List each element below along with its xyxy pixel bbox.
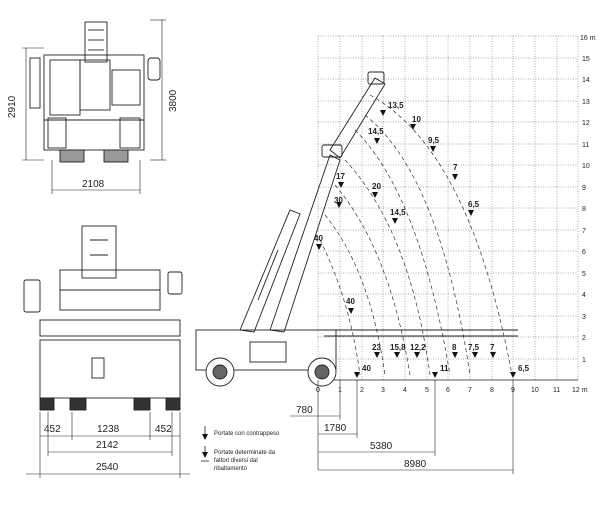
reach-r1: 780: [296, 405, 313, 416]
y-tick: 6: [582, 249, 586, 256]
legend: Portate con contrappeso Portate determin…: [201, 426, 280, 472]
capacity-label: 40: [346, 297, 355, 306]
rear-mast: [81, 225, 117, 279]
y-tick: 9: [582, 185, 586, 192]
capacity-label: 10: [412, 115, 421, 124]
y-unit: 16 m: [580, 35, 596, 42]
reach-r4: 8980: [404, 459, 427, 470]
y-tick: 1: [582, 357, 586, 364]
x-tick: 4: [403, 387, 407, 394]
x-tick: 7: [468, 387, 472, 394]
y-tick-labels: 1 2 3 4 5 6 7 8 9 10 11 12 13 14 15 16 m: [580, 35, 596, 364]
y-tick: 8: [582, 206, 586, 213]
capacity-label: 7,5: [468, 343, 480, 352]
rear-track-mid: 1238: [97, 424, 120, 435]
reach-dimensions: [290, 380, 514, 474]
load-chart-grid: [317, 35, 579, 380]
legend-item-2-line1: Portate determinate da: [214, 450, 276, 456]
capacity-label: 13,5: [388, 101, 404, 110]
capacity-label: 6,5: [518, 364, 530, 373]
y-tick: 5: [582, 271, 586, 278]
y-tick: 13: [582, 99, 590, 106]
rear-view: [23, 225, 183, 411]
capacity-label: 11: [440, 364, 449, 373]
legend-item-1: Portate con contrappeso: [214, 431, 280, 437]
x-unit: 12 m: [572, 387, 588, 394]
front-view: [29, 21, 161, 163]
x-tick: 2: [360, 387, 364, 394]
y-tick: 14: [582, 77, 590, 84]
load-arcs: [319, 94, 513, 376]
x-tick: 11: [553, 387, 560, 394]
front-dimensions: [22, 19, 166, 194]
y-tick: 2: [582, 335, 586, 342]
reach-r2: 1780: [324, 423, 347, 434]
crane-boom-mid: [269, 154, 341, 333]
capacity-label: 17: [336, 172, 345, 181]
capacity-label: 20: [372, 182, 381, 191]
x-tick: 3: [381, 387, 385, 394]
y-tick: 4: [582, 292, 586, 299]
front-height-right: 3800: [168, 89, 179, 112]
y-tick: 15: [582, 56, 590, 63]
rear-track-right: 452: [155, 424, 172, 435]
capacity-label: 7: [490, 343, 495, 352]
capacity-markers: 13,5 10 14,5 9,5 7 17 20 30 6,5 14,5 40 …: [314, 101, 530, 378]
capacity-label: 6,5: [468, 200, 480, 209]
y-tick: 3: [582, 314, 586, 321]
crane-carrier: [195, 329, 337, 371]
legend-item-2-line3: ribaltamento: [214, 466, 248, 472]
y-tick: 7: [582, 228, 586, 235]
front-height-left: 2910: [7, 95, 18, 118]
rear-track-left: 452: [44, 424, 61, 435]
crane-boom-upper: [329, 77, 386, 159]
y-tick: 10: [582, 163, 590, 170]
reach-r3: 5380: [370, 441, 393, 452]
rear-width-inner: 2142: [96, 440, 119, 451]
crane-silhouette: [195, 71, 518, 387]
crane-boom-lower: [239, 209, 301, 333]
capacity-label: 7: [453, 163, 458, 172]
x-tick: 8: [490, 387, 494, 394]
x-tick: 5: [425, 387, 429, 394]
x-tick: 10: [531, 387, 539, 394]
capacity-label: 40: [314, 234, 323, 243]
capacity-label: 14,5: [390, 208, 406, 217]
capacity-label: 9,5: [428, 136, 440, 145]
y-tick: 12: [582, 120, 590, 127]
arrow-icon: [202, 452, 208, 458]
front-body: [43, 54, 145, 151]
capacity-label: 14,5: [368, 127, 384, 136]
capacity-label: 12,2: [410, 343, 426, 352]
rear-width-outer: 2540: [96, 462, 119, 473]
capacity-label: 40: [362, 364, 371, 373]
front-width: 2108: [82, 179, 105, 190]
rear-dimensions: [26, 412, 190, 478]
capacity-label: 15,8: [390, 343, 406, 352]
legend-item-2-line2: fattori diversi dal: [214, 458, 258, 464]
x-tick: 6: [446, 387, 450, 394]
arrow-icon: [202, 434, 208, 440]
y-tick: 11: [582, 142, 589, 149]
capacity-label: 23: [372, 343, 381, 352]
capacity-label: 30: [334, 196, 343, 205]
capacity-label: 8: [452, 343, 457, 352]
